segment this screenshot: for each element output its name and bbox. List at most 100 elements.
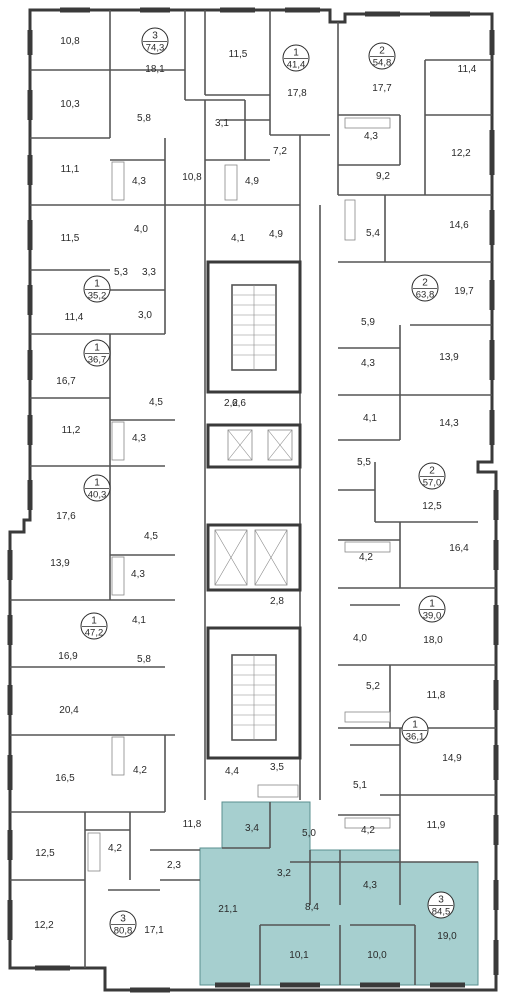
apartment-marker-ring — [418, 595, 446, 623]
room-area-label: 5,1 — [353, 780, 367, 791]
apartment-marker[interactable]: 147,2 — [80, 612, 108, 640]
room-area-label: 20,4 — [59, 705, 79, 716]
room-area-label: 4,4 — [225, 766, 239, 777]
apartment-room-count: 1 — [94, 478, 100, 489]
apartment-marker-ring — [368, 42, 396, 70]
room-area-label: 11,9 — [427, 820, 446, 831]
apartment-marker[interactable]: 257,0 — [418, 462, 446, 490]
room-area-label: 5,2 — [366, 681, 380, 692]
room-area-label: 18,1 — [145, 64, 165, 75]
apartment-room-count: 3 — [438, 895, 444, 906]
room-area-label: 4,3 — [132, 433, 146, 444]
room-area-label: 14,6 — [449, 220, 469, 231]
apartment-marker-ring — [411, 274, 439, 302]
apartment-total-area: 41,4 — [287, 60, 306, 71]
room-area-label: 10,0 — [367, 950, 387, 961]
apartment-marker-ring — [80, 612, 108, 640]
apartment-marker[interactable]: 374,3 — [141, 27, 169, 55]
right-wing-walls — [337, 22, 496, 863]
room-area-label: 4,2 — [108, 843, 122, 854]
apartment-marker-ring — [83, 339, 111, 367]
apartment-marker[interactable]: 254,8 — [368, 42, 396, 70]
room-area-label: 14,9 — [442, 753, 462, 764]
room-area-label: 4,3 — [131, 569, 145, 580]
apartment-marker-ring — [401, 716, 429, 744]
room-area-label: 21,1 — [218, 904, 238, 915]
room-area-label: 4,0 — [134, 224, 148, 235]
room-area-label: 10,8 — [182, 172, 202, 183]
apartment-marker[interactable]: 135,2 — [83, 275, 111, 303]
apartment-marker[interactable]: 141,4 — [282, 44, 310, 72]
room-area-label: 16,7 — [56, 376, 76, 387]
room-area-label: 17,8 — [287, 88, 307, 99]
apartment-marker[interactable]: 384,5 — [427, 891, 455, 919]
outer-wall — [8, 8, 498, 992]
highlighted-apartment-walls — [222, 802, 416, 985]
apartment-total-area: 54,8 — [373, 58, 392, 69]
room-area-label: 16,4 — [449, 543, 469, 554]
room-area-label: 3,3 — [142, 267, 156, 278]
room-area-label: 11,2 — [62, 425, 81, 436]
room-area-label: 11,4 — [65, 312, 84, 323]
room-area-label: 5,8 — [137, 654, 151, 665]
room-area-label: 3,1 — [215, 118, 229, 129]
apartment-marker-ring — [282, 44, 310, 72]
room-area-label: 4,3 — [132, 176, 146, 187]
apartment-room-count: 1 — [429, 599, 435, 610]
room-area-label: 11,5 — [61, 233, 80, 244]
room-area-label: 4,2 — [361, 825, 375, 836]
room-area-label: 12,2 — [34, 920, 54, 931]
room-area-label: 4,3 — [364, 131, 378, 142]
room-area-label: 13,9 — [439, 352, 459, 363]
apartment-marker[interactable]: 136,1 — [401, 716, 429, 744]
room-area-label: 10,8 — [60, 36, 80, 47]
apartment-room-count: 1 — [94, 343, 100, 354]
apartment-room-count: 1 — [412, 720, 418, 731]
room-area-label: 9,2 — [376, 171, 390, 182]
room-area-label: 12,5 — [35, 848, 55, 859]
room-area-label: 6,6 — [232, 398, 246, 409]
apartment-total-area: 84,5 — [432, 907, 451, 918]
room-area-label: 17,7 — [372, 83, 392, 94]
apartment-room-count: 1 — [94, 279, 100, 290]
room-area-label: 4,3 — [363, 880, 377, 891]
room-area-label: 10,3 — [60, 99, 80, 110]
room-area-label: 17,6 — [56, 511, 76, 522]
apartment-room-count: 2 — [422, 278, 428, 289]
room-area-label: 4,5 — [149, 397, 163, 408]
apartment-total-area: 57,0 — [423, 478, 442, 489]
apartment-marker[interactable]: 139,0 — [418, 595, 446, 623]
room-area-label: 11,8 — [427, 690, 446, 701]
room-area-label: 10,1 — [289, 950, 309, 961]
room-area-label: 4,2 — [359, 552, 373, 563]
apartment-marker[interactable]: 263,8 — [411, 274, 439, 302]
room-area-label: 7,2 — [273, 146, 287, 157]
apartment-total-area: 80,8 — [114, 926, 133, 937]
apartment-marker[interactable]: 140,3 — [83, 474, 111, 502]
room-area-label: 2,3 — [167, 860, 181, 871]
apartment-room-count: 2 — [429, 466, 435, 477]
apartment-total-area: 47,2 — [85, 628, 104, 639]
apartment-total-area: 39,0 — [423, 611, 442, 622]
room-area-label: 11,4 — [458, 64, 477, 75]
room-area-label: 4,2 — [133, 765, 147, 776]
room-area-label: 4,5 — [144, 531, 158, 542]
room-area-label: 5,5 — [357, 457, 371, 468]
room-area-label: 5,9 — [361, 317, 375, 328]
apartment-marker[interactable]: 136,7 — [83, 339, 111, 367]
room-area-label: 4,0 — [353, 633, 367, 644]
stair-treads-lower — [232, 655, 276, 740]
room-area-label: 11,1 — [61, 164, 80, 175]
room-area-label: 3,2 — [277, 868, 291, 879]
room-area-label: 11,5 — [229, 49, 248, 60]
apartment-marker[interactable]: 380,8 — [109, 910, 137, 938]
room-area-label: 4,1 — [363, 413, 377, 424]
room-area-label: 13,9 — [50, 558, 70, 569]
apartment-total-area: 36,7 — [88, 355, 107, 366]
room-area-label: 4,3 — [361, 358, 375, 369]
building-core — [204, 205, 321, 800]
apartment-room-count: 3 — [120, 914, 126, 925]
apartment-marker-ring — [83, 275, 111, 303]
bath-fixtures — [87, 117, 391, 872]
